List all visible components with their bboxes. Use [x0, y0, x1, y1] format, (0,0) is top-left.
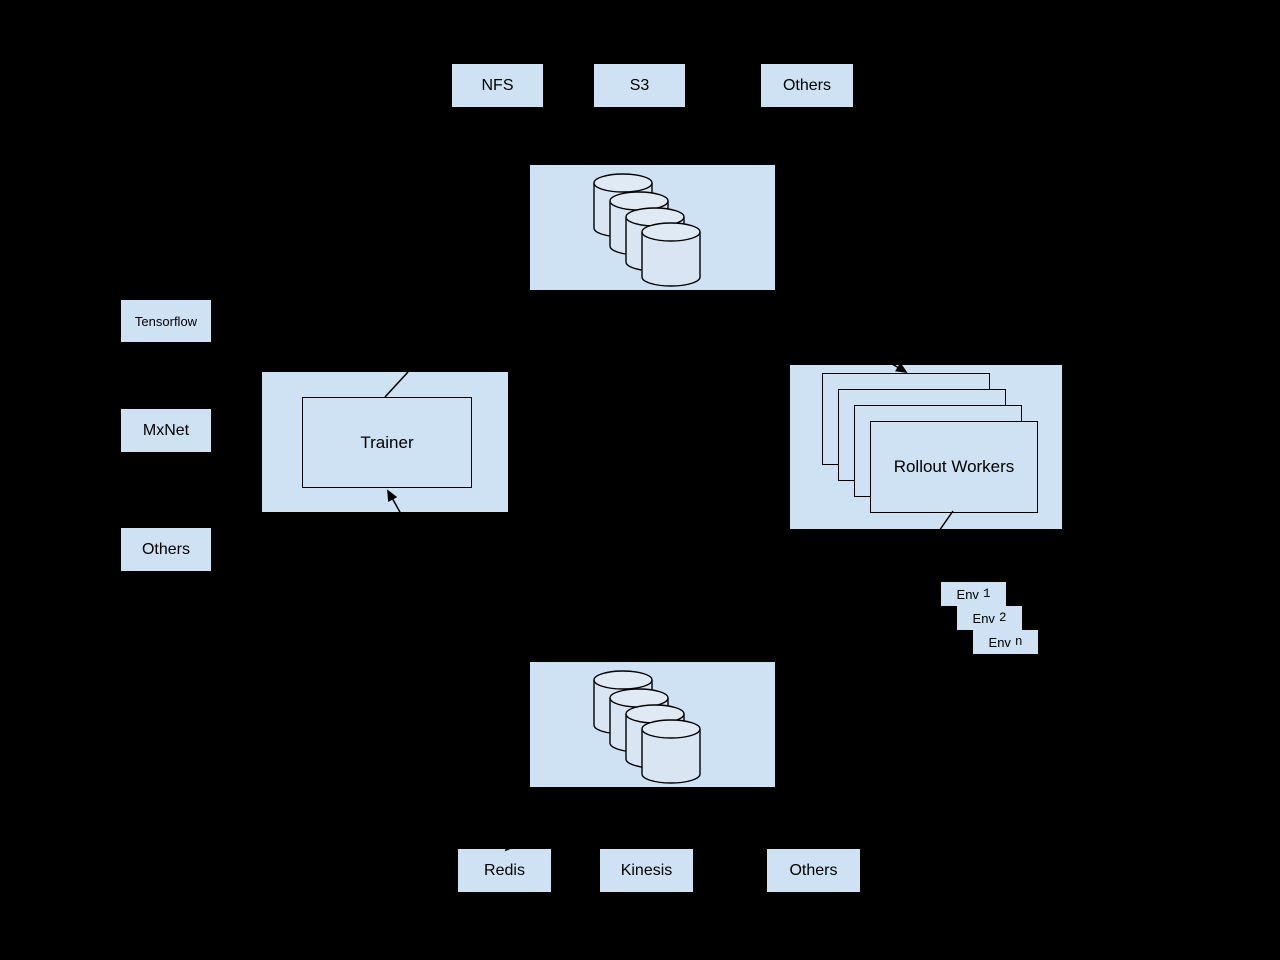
trainer-box: Trainer [302, 397, 472, 488]
rollout-workers-box: Rollout Workers [870, 421, 1038, 513]
database-cylinders-icon [593, 670, 701, 784]
node-redis-label: Redis [484, 861, 525, 879]
node-nfs-label: NFS [481, 76, 514, 94]
env-n-label: Env [988, 634, 1011, 650]
node-mxnet-label: MxNet [142, 421, 190, 439]
env-2-label: Env [972, 610, 995, 626]
node-s3: S3 [594, 64, 685, 107]
node-memory-others: Others [767, 849, 860, 892]
trainer-label: Trainer [360, 432, 414, 452]
node-kinesis: Kinesis [600, 849, 693, 892]
node-framework-others-label: Others [141, 540, 190, 558]
node-redis: Redis [458, 849, 551, 892]
env-1-label: Env [956, 586, 979, 602]
rollout-workers-label: Rollout Workers [893, 457, 1015, 476]
env-2-box: Env 2 [957, 606, 1022, 630]
env-1-index: 1 [982, 587, 991, 601]
node-tensorflow: Tensorflow [121, 300, 211, 342]
node-tensorflow-label: Tensorflow [134, 313, 198, 329]
data-store-top-panel [530, 165, 775, 290]
node-kinesis-label: Kinesis [620, 861, 673, 879]
node-nfs: NFS [452, 64, 543, 107]
memory-backend-panel [530, 662, 775, 787]
node-framework-others: Others [121, 528, 211, 571]
node-storage-others: Others [761, 64, 853, 107]
node-memory-others-label: Others [789, 861, 838, 879]
node-s3-label: S3 [629, 76, 650, 94]
node-storage-others-label: Others [782, 76, 831, 94]
env-n-box: Env n [973, 630, 1038, 654]
node-mxnet: MxNet [121, 409, 211, 452]
env-2-index: 2 [998, 611, 1007, 625]
env-1-box: Env 1 [941, 582, 1006, 606]
database-cylinders-icon [593, 173, 701, 287]
env-n-index: n [1014, 635, 1023, 649]
